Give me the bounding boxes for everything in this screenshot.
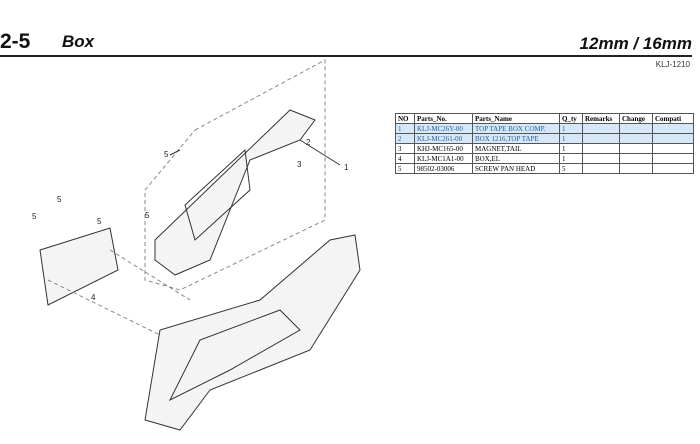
cell-part-no: KLJ-MC261-00 <box>414 133 473 144</box>
cell-qty: 1 <box>559 143 583 154</box>
col-remarks: Remarks <box>582 113 620 124</box>
cell-qty: 1 <box>559 153 583 164</box>
cell-empty <box>582 153 620 164</box>
cell-name: BOX,EL <box>472 153 560 164</box>
size-label: 12mm / 16mm <box>579 34 692 53</box>
callout-5: 5 <box>164 150 169 159</box>
cell-empty <box>619 123 653 134</box>
col-qty: Q_ty <box>559 113 583 124</box>
cell-no: 5 <box>395 163 415 174</box>
callout-5: 5 <box>145 211 150 220</box>
cell-empty <box>652 143 694 154</box>
cell-part-no: KLJ-MC1A1-00 <box>414 153 473 164</box>
cell-name: MAGNET,TAIL <box>472 143 560 154</box>
cell-empty <box>619 163 653 174</box>
cell-qty: 1 <box>559 123 583 134</box>
callout-5: 5 <box>97 217 102 226</box>
cell-part-no: KLJ-MC26Y-00 <box>414 123 473 134</box>
cell-empty <box>652 153 694 164</box>
cell-qty: 1 <box>559 133 583 144</box>
col-change: Change <box>619 113 653 124</box>
col-compati: Compati <box>652 113 694 124</box>
callout-1: 1 <box>344 163 349 172</box>
table-header: NO Parts_No. Parts_Name Q_ty Remarks Cha… <box>395 113 694 124</box>
cell-empty <box>652 123 694 134</box>
cell-name: SCREW PAN HEAD <box>472 163 560 174</box>
callout-4: 4 <box>91 293 96 302</box>
cell-part-no: KHJ-MC165-00 <box>414 143 473 154</box>
page-title: Box <box>62 32 95 51</box>
callout-2: 2 <box>306 138 311 147</box>
cell-empty <box>652 163 694 174</box>
cell-empty <box>619 143 653 154</box>
cell-empty <box>582 143 620 154</box>
cell-qty: 5 <box>559 163 583 174</box>
callout-5: 5 <box>32 212 37 221</box>
header-rule <box>0 55 692 57</box>
cell-empty <box>582 163 620 174</box>
cell-empty <box>619 153 653 164</box>
cell-empty <box>619 133 653 144</box>
callout-5: 5 <box>57 195 62 204</box>
cell-no: 1 <box>395 123 415 134</box>
cell-empty <box>652 133 694 144</box>
callout-3: 3 <box>297 160 302 169</box>
col-parts-no: Parts_No. <box>414 113 473 124</box>
cell-part-no: 98502-03006 <box>414 163 473 174</box>
cell-name: TOP TAPE BOX COMP. <box>472 123 560 134</box>
cell-no: 4 <box>395 153 415 164</box>
parts-table: NO Parts_No. Parts_Name Q_ty Remarks Cha… <box>395 113 694 174</box>
col-no: NO <box>395 113 415 124</box>
model-code: KLJ-1210 <box>655 60 690 69</box>
cell-name: BOX 1216,TOP TAPE <box>472 133 560 144</box>
cell-empty <box>582 123 620 134</box>
cell-empty <box>582 133 620 144</box>
section-number: 2-5 <box>0 30 31 53</box>
cell-no: 3 <box>395 143 415 154</box>
col-parts-name: Parts_Name <box>472 113 560 124</box>
cell-no: 2 <box>395 133 415 144</box>
